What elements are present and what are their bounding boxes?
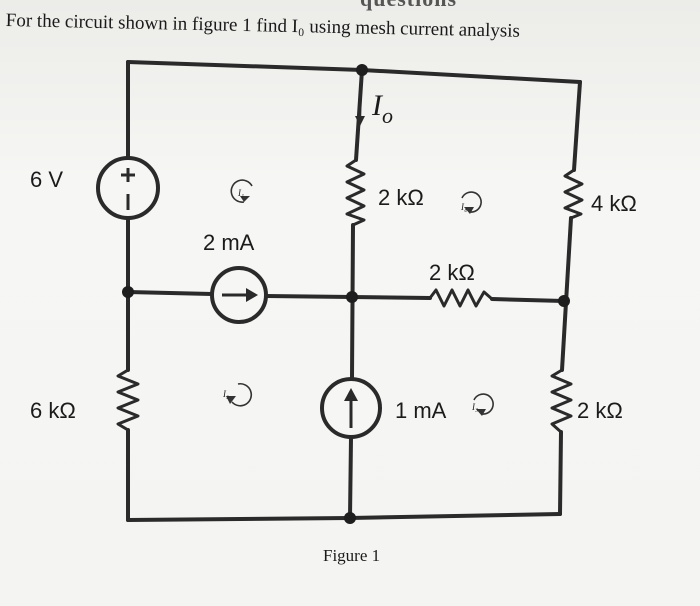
label-r-top-middle: 2 kΩ [378, 185, 424, 210]
resistor-2k-middle-horizontal [428, 288, 493, 308]
label-r-left-bottom: 6 kΩ [30, 398, 76, 423]
junction-dot-bottom [344, 512, 356, 524]
label-io-letter: I [371, 89, 384, 122]
voltage-source-6v [96, 156, 160, 220]
junction-dot-center [346, 291, 358, 303]
label-io: Io [371, 89, 393, 128]
header-banner: questions [360, 0, 457, 12]
junction-dot-top [356, 64, 368, 76]
right-wire-middle [560, 216, 573, 372]
mesh-tag-3: I₃ [471, 402, 478, 412]
top-wire [126, 60, 582, 84]
middle-wire-lower [348, 436, 353, 520]
label-current-source-left: 2 mA [203, 230, 255, 255]
junction-dot-right [558, 295, 570, 307]
label-io-subscript: o [382, 103, 393, 128]
label-r-middle-horizontal: 2 kΩ [429, 260, 475, 285]
io-arrow [355, 98, 365, 126]
junction-dot-left [122, 286, 134, 298]
mesh-loop-icon-2 [461, 191, 482, 213]
current-source-2ma [210, 266, 268, 324]
resistor-2k-right-bottom [550, 368, 573, 434]
mesh-tag-1: I₁ [237, 188, 244, 198]
current-source-1ma [320, 377, 382, 439]
plus-sign [121, 168, 135, 182]
mesh-loop-icon-4 [473, 393, 494, 415]
arrow-up-icon [344, 388, 358, 401]
label-voltage-source: 6 V [30, 167, 63, 192]
mesh-loop-icon-3 [231, 382, 253, 407]
horizontal-wire-left [126, 290, 214, 296]
figure-caption: Figure 1 [323, 546, 380, 565]
label-r-right-top: 4 kΩ [591, 191, 637, 216]
resistor-6k-left [116, 368, 140, 432]
resistor-2k-top-middle [345, 158, 366, 227]
right-wire-lower [558, 430, 563, 516]
label-current-source-bottom: 1 mA [395, 398, 447, 423]
mesh-loop-icon-1 [230, 179, 253, 203]
arrow-right-icon [246, 288, 258, 302]
mesh-tag-2: I₂ [222, 389, 229, 399]
horizontal-wire-right [490, 297, 566, 303]
mesh-tag-4: I₄ [460, 202, 467, 212]
right-wire-upper [572, 80, 582, 172]
label-r-right-bottom: 2 kΩ [577, 398, 623, 423]
resistor-4k-right [563, 168, 584, 220]
arrow-down-icon [355, 116, 365, 126]
bottom-wire [126, 512, 562, 522]
